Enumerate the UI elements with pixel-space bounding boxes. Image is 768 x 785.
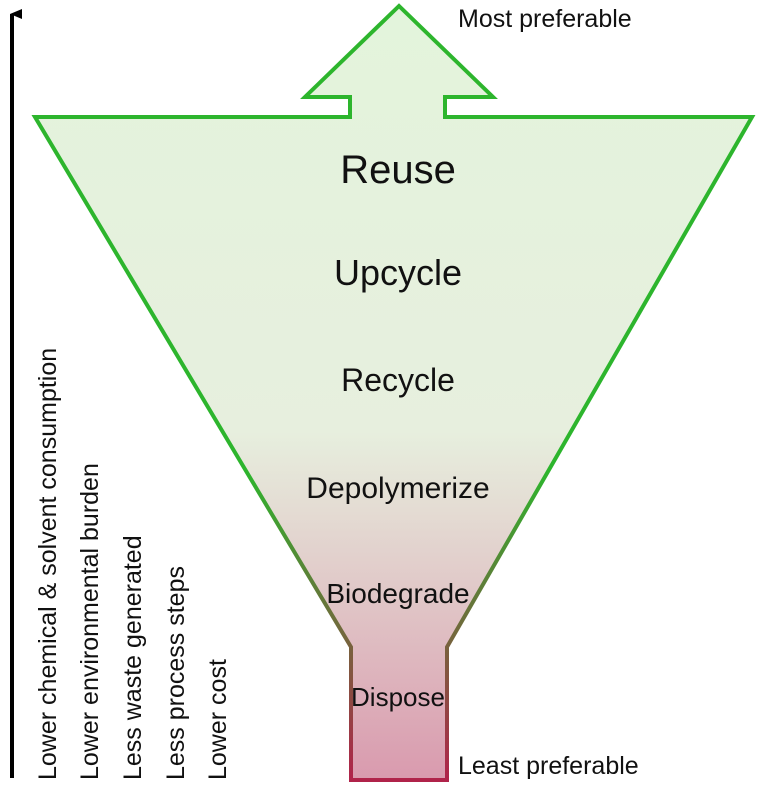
- label-most-preferable: Most preferable: [458, 5, 632, 33]
- label-least-preferable: Least preferable: [458, 752, 639, 780]
- stage-recycle: Recycle: [341, 362, 455, 398]
- stage-depolymerize: Depolymerize: [306, 472, 489, 505]
- criterion-process-steps: Less process steps: [162, 566, 190, 780]
- criterion-environmental-burden: Lower environmental burden: [76, 463, 104, 780]
- stage-reuse: Reuse: [340, 148, 456, 192]
- criterion-waste: Less waste generated: [119, 535, 147, 780]
- stage-dispose: Dispose: [351, 682, 445, 712]
- stage-biodegrade: Biodegrade: [326, 578, 469, 609]
- stage-upcycle: Upcycle: [334, 252, 462, 293]
- funnel-shape: [31, 3, 756, 782]
- criterion-cost: Lower cost: [204, 659, 232, 780]
- criterion-chemical-solvent: Lower chemical & solvent consumption: [34, 348, 62, 780]
